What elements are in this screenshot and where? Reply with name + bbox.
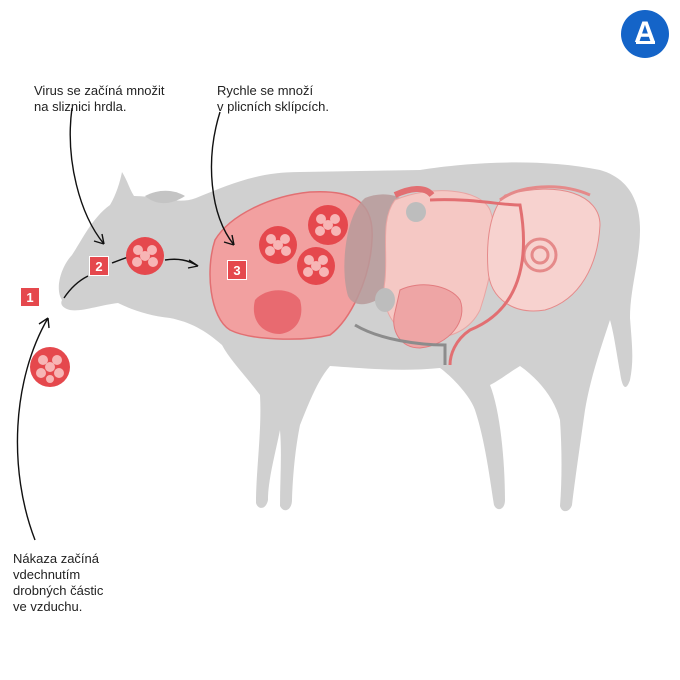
caption-step-2: Virus se začíná množit na sliznici hrdla… bbox=[34, 83, 165, 114]
caption-step-1: Nákaza začíná vdechnutím drobných částic… bbox=[13, 551, 104, 614]
virus-cluster-icon bbox=[126, 237, 164, 275]
arrows bbox=[16, 107, 235, 541]
step-badge-1: 1 bbox=[20, 287, 40, 307]
caption-step-3: Rychle se množí v plicních sklípcích. bbox=[217, 83, 329, 114]
virus-cluster-icon bbox=[30, 347, 70, 387]
digestive-organs bbox=[354, 185, 601, 366]
brand-logo: A bbox=[621, 10, 669, 58]
brand-logo-bar bbox=[636, 41, 655, 44]
arrow-caption-3 bbox=[210, 111, 235, 246]
virus-cluster-icon bbox=[259, 226, 297, 264]
step-badge-2: 2 bbox=[89, 256, 109, 276]
virus-cluster-icon bbox=[297, 247, 335, 285]
arrow-1-to-2 bbox=[63, 275, 89, 299]
arrow-caption-1 bbox=[16, 317, 49, 541]
virus-cluster-icon bbox=[308, 205, 348, 245]
arrow-caption-2 bbox=[69, 107, 105, 245]
step-badge-3: 3 bbox=[227, 260, 247, 280]
